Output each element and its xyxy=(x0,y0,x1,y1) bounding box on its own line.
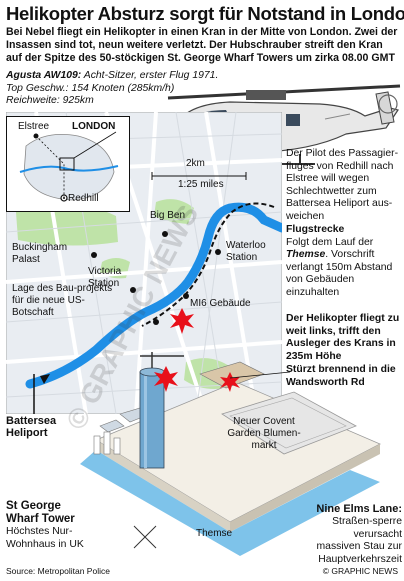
label-battersea: Battersea Heliport xyxy=(6,415,57,439)
spec-model: Agusta AW109: xyxy=(6,70,82,81)
note-route-title: Flugstrecke xyxy=(286,224,345,235)
nine-elms-caption: Nine Elms Lane: Straßen-sperre verursach… xyxy=(312,503,402,566)
label-buckingham: Buckingham Palast xyxy=(12,242,68,265)
note-route-text-1: Folgt dem Lauf der xyxy=(286,236,374,248)
tower-name: St George Wharf Tower xyxy=(6,500,75,525)
label-thames-scene: Themse xyxy=(196,528,233,539)
inset-label-redhill: Redhill xyxy=(68,193,99,204)
tower-caption: St George Wharf Tower Höchstes Nur-Wohnh… xyxy=(6,500,96,551)
note-pilot: Der Pilot des Passagier-fluges von Redhi… xyxy=(286,148,399,222)
tower-desc: Höchstes Nur-Wohnhaus in UK xyxy=(6,526,84,550)
label-waterloo: Waterloo Station xyxy=(226,240,266,263)
spec-speed: Top Geschw.: 154 Knoten (285km/h) xyxy=(6,82,175,94)
label-mi6: MI6 Gebäude xyxy=(190,298,251,309)
nine-elms-text: Straßen-sperre verursacht massiven Stau … xyxy=(316,516,402,565)
spec-model-desc: Acht-Sitzer, erster Flug 1971. xyxy=(83,70,219,81)
note-route: Flugstrecke Folgt dem Lauf der Themse. V… xyxy=(286,224,402,299)
page-title: Helikopter Absturz sorgt für Notstand in… xyxy=(6,3,404,24)
spec-range: Reichweite: 925km xyxy=(6,95,94,106)
compass-icon xyxy=(133,525,157,549)
nine-elms-title: Nine Elms Lane: xyxy=(316,503,402,515)
note-route-thames: Themse xyxy=(286,249,326,260)
note-route-text-2: . Vorschrift verlangt 150m Abstand von G… xyxy=(286,249,393,298)
scale-miles: 1:25 miles xyxy=(178,179,224,190)
label-embassy: Lage des Bau-projekts für die neue US-Bo… xyxy=(12,283,113,318)
helicopter-specs: Agusta AW109: Acht-Sitzer, erster Flug 1… xyxy=(6,70,218,108)
scale-bar xyxy=(151,172,247,180)
inset-label-elstree: Elstree xyxy=(18,121,50,132)
footer-source: Source: Metropolitan Police xyxy=(6,566,110,576)
label-covent-garden: Neuer Covent Garden Blumen-markt xyxy=(227,416,301,451)
label-victoria: Victoria Station xyxy=(88,266,122,289)
crash-scene-illustration xyxy=(80,352,381,556)
intro-text: Bei Nebel fliegt ein Helikopter in einen… xyxy=(6,26,398,64)
note-crane: Der Helikopter fliegt zu weit links, tri… xyxy=(286,313,400,362)
inset-map xyxy=(6,116,130,212)
note-crash: Stürzt brennend in die Wandsworth Rd xyxy=(286,364,396,388)
footer-credit: © GRAPHIC NEWS xyxy=(322,566,398,576)
label-big-ben: Big Ben xyxy=(150,210,186,221)
scale-km: 2km xyxy=(186,158,205,169)
inset-label-london: LONDON xyxy=(72,121,116,132)
